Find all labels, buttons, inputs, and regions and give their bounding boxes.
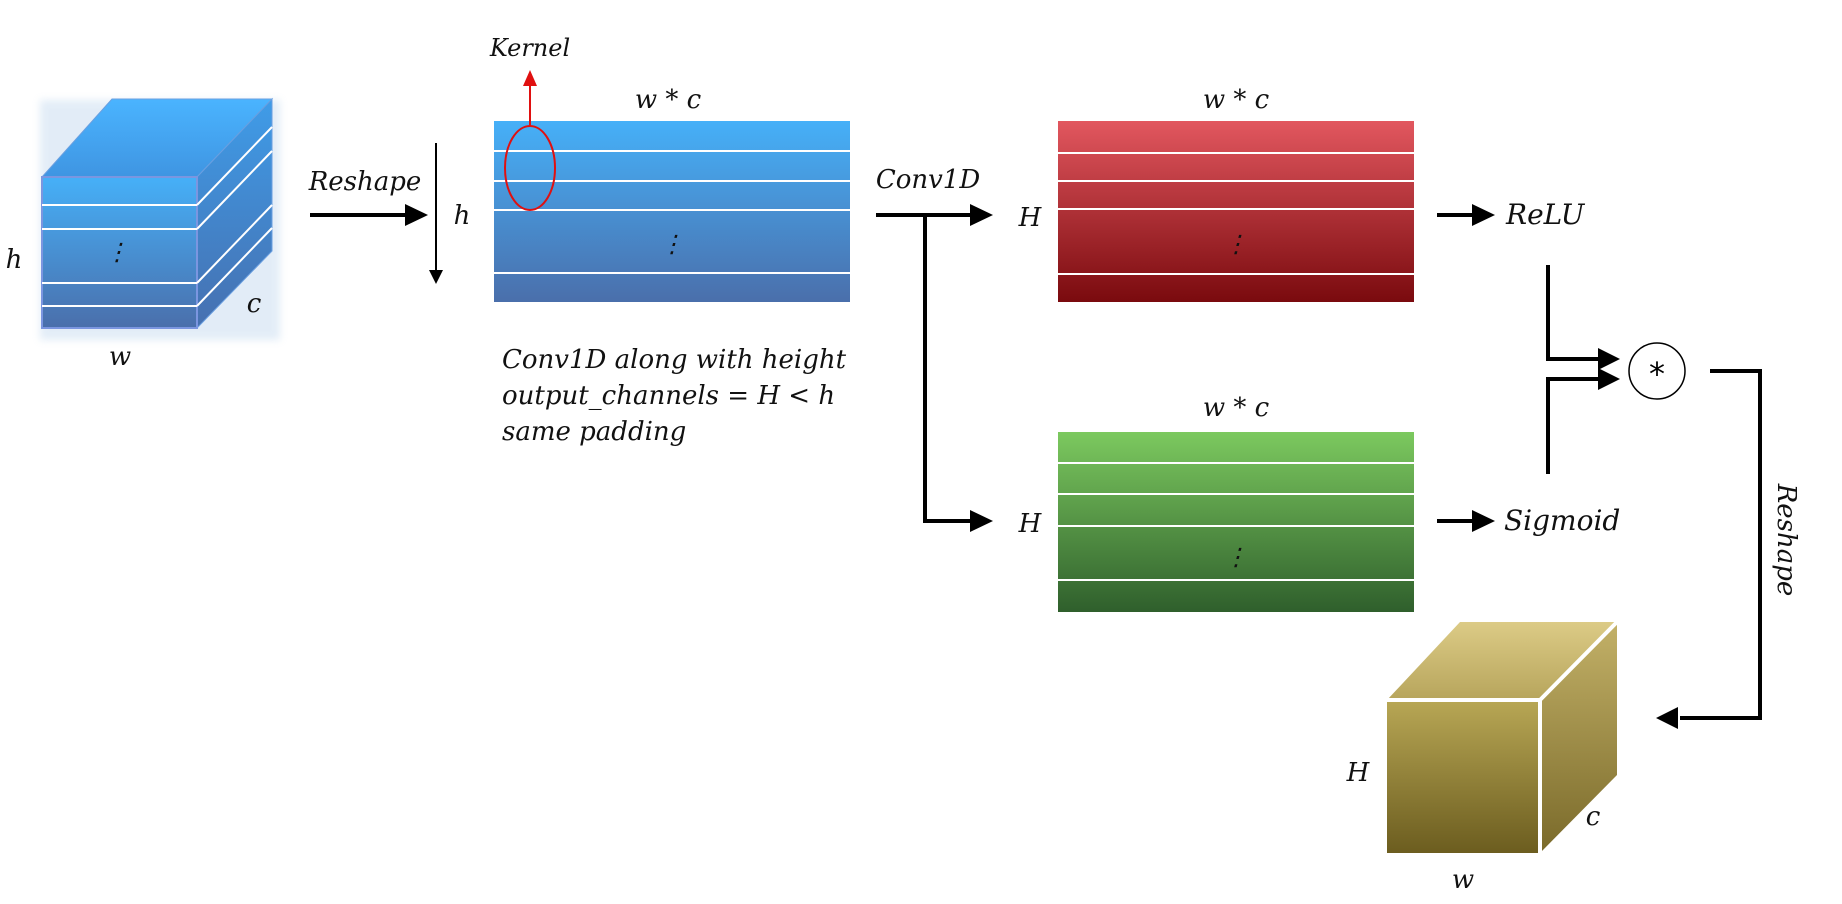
input-cube: ⋮ h w c: [6, 97, 280, 372]
multiply-circle: [1628, 342, 1686, 400]
branch-top-dots: ⋮: [1224, 230, 1248, 258]
kernel-label: Kernel: [489, 34, 570, 62]
relu-label: ReLU: [1505, 198, 1586, 231]
reshaped-matrix: ⋮ w * c Kernel: [489, 34, 850, 302]
branch-bottom-H-label: H: [1018, 509, 1043, 539]
branch-top-matrix: ⋮ w * c: [1058, 85, 1414, 302]
sigmoid-label: Sigmoid: [1504, 504, 1620, 537]
multiply-node: *: [1546, 265, 1686, 474]
branch-top-H-label: H: [1018, 203, 1043, 233]
arrow-down-icon: [429, 270, 443, 284]
conv-note: Conv1D along with height output_channels…: [502, 345, 847, 447]
reshape-in: Reshape h: [308, 143, 471, 284]
matrix-dots: ⋮: [660, 230, 684, 258]
note-line-1: Conv1D along with height: [502, 345, 847, 375]
branch-bottom-matrix: ⋮ w * c: [1058, 393, 1414, 612]
input-cube-c-label: c: [247, 289, 262, 319]
arrow-right-icon: [405, 204, 428, 226]
reshape-in-label: Reshape: [308, 167, 422, 197]
input-cube-w-label: w: [109, 342, 131, 372]
branch-bottom-width-label: w * c: [1203, 393, 1270, 423]
branch-bottom-dots: ⋮: [1224, 543, 1248, 571]
arrow-left-icon: [1656, 707, 1678, 729]
reshape-in-h-label: h: [454, 201, 471, 231]
note-line-2: output_channels = H < h: [502, 381, 835, 411]
reshape-out: Reshape: [1656, 369, 1801, 729]
output-cube-c-label: c: [1586, 802, 1601, 832]
reshape-out-label: Reshape: [1771, 483, 1801, 597]
arrow-right-icon: [970, 204, 993, 226]
arrow-right-icon: [1472, 204, 1495, 226]
matrix-width-label: w * c: [635, 85, 702, 115]
conv1d-split: Conv1D H H: [876, 165, 1043, 539]
input-cube-dots: ⋮: [105, 238, 129, 266]
output-cube: H w c: [1346, 620, 1619, 895]
arrow-right-icon: [1598, 348, 1620, 370]
kernel-arrow-icon: [523, 70, 537, 86]
multiply-symbol: *: [1649, 355, 1665, 393]
arrow-right-icon: [1598, 368, 1620, 390]
branch-top-width-label: w * c: [1203, 85, 1270, 115]
arrow-right-icon: [970, 510, 993, 532]
note-line-3: same padding: [502, 417, 686, 447]
input-cube-h-label: h: [6, 245, 23, 275]
arrow-right-icon: [1472, 510, 1495, 532]
conv1d-label: Conv1D: [876, 165, 981, 195]
output-cube-H-label: H: [1346, 758, 1371, 788]
output-cube-w-label: w: [1452, 865, 1474, 895]
activations: ReLU Sigmoid: [1437, 198, 1620, 537]
